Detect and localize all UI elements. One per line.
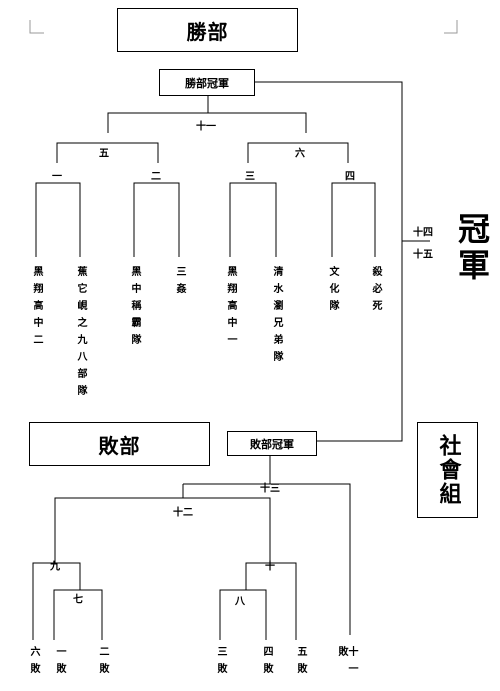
match-13-label: 十三 xyxy=(260,483,280,495)
team-name: 殺必死 xyxy=(370,266,381,317)
team-name: 黑中稱霸隊 xyxy=(129,266,140,351)
match-14-label: 十四 xyxy=(413,227,433,239)
loser-entry: 六敗 xyxy=(28,646,39,680)
loser-entry: 十一敗 xyxy=(336,646,357,680)
match-8-label: 八 xyxy=(235,596,245,608)
winners-section-title: 勝部 xyxy=(186,19,229,44)
loser-entry: 五敗 xyxy=(295,646,306,680)
team-name: 蕉它峴之九八部隊 xyxy=(75,266,86,402)
loser-entry: 四敗 xyxy=(261,646,272,680)
team-name: 三姦 xyxy=(174,266,185,300)
group-label-box: 社會組 xyxy=(417,422,478,518)
match-11-label: 十一 xyxy=(196,121,216,133)
loser-entry: 一敗 xyxy=(54,646,65,680)
team-name: 黑翔高中一 xyxy=(225,266,236,351)
losers-champion-box: 敗部冠軍 xyxy=(227,431,317,456)
loser-entry: 二敗 xyxy=(97,646,108,680)
winners-champion-label: 勝部冠軍 xyxy=(185,76,229,90)
match-5-label: 五 xyxy=(99,148,109,160)
team-name: 文化隊 xyxy=(327,266,338,317)
losers-section-title: 敗部 xyxy=(98,433,141,458)
team-name: 清水瀏兄弟隊 xyxy=(271,266,282,368)
losers-champion-label: 敗部冠軍 xyxy=(250,437,294,451)
losers-section-title-box: 敗部 xyxy=(29,422,210,466)
match-15-label: 十五 xyxy=(413,249,433,261)
page-corner-marks xyxy=(29,20,458,34)
match-12-label: 十二 xyxy=(173,507,193,519)
loser-entry: 三敗 xyxy=(215,646,226,680)
match-1-label: 一 xyxy=(52,171,62,183)
team-name: 黑翔高中二 xyxy=(31,266,42,351)
match-4-label: 四 xyxy=(345,171,355,183)
match-7-label: 七 xyxy=(73,594,83,606)
match-2-label: 二 xyxy=(151,171,161,183)
champion-label: 冠軍 xyxy=(453,212,491,284)
match-9-label: 九 xyxy=(50,561,60,573)
winners-champion-box: 勝部冠軍 xyxy=(159,69,255,96)
group-label: 社會組 xyxy=(435,434,461,506)
match-3-label: 三 xyxy=(245,171,255,183)
match-6-label: 六 xyxy=(295,148,305,160)
winners-section-title-box: 勝部 xyxy=(117,8,298,52)
match-10-label: 十 xyxy=(265,561,275,573)
